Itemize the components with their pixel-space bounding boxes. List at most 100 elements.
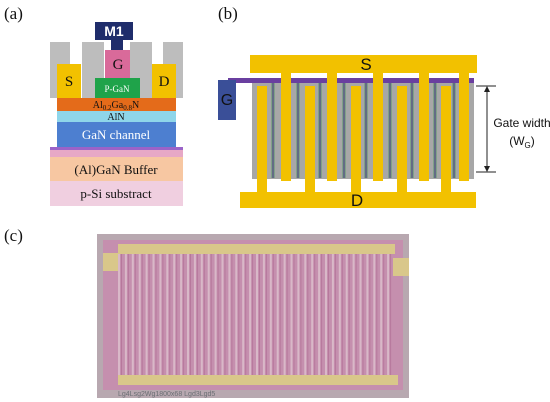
micrograph-gate-line <box>162 254 164 375</box>
micrograph-gate-line <box>328 254 329 375</box>
aln-layer <box>57 111 176 122</box>
micrograph-gate-line <box>217 254 219 375</box>
gate-pad <box>218 80 236 120</box>
micrograph-gate-line <box>231 254 233 375</box>
source-finger <box>419 73 429 181</box>
source-finger <box>327 73 337 181</box>
gate-width-symbol: (WG) <box>509 134 535 150</box>
panel-a-label: (a) <box>4 4 23 23</box>
channel-label: GaN channel <box>82 127 151 142</box>
micrograph-finger <box>297 254 300 375</box>
micrograph-gate-line <box>265 254 267 375</box>
micrograph-finger <box>180 254 183 375</box>
micrograph-gate-line <box>169 254 171 375</box>
micrograph-gate-line <box>183 254 185 375</box>
algan-layer <box>57 98 176 111</box>
micrograph-finger <box>145 254 148 375</box>
gate-finger-core <box>343 83 345 178</box>
micrograph-finger <box>304 254 307 375</box>
micrograph-finger <box>276 254 279 375</box>
drain-label-a: D <box>159 74 170 90</box>
micrograph-finger <box>124 254 127 375</box>
micrograph-finger <box>373 254 376 375</box>
micrograph-gate-line <box>224 254 226 375</box>
micrograph-caption: Lg4Lsg2Wg1800x68 Lgd3Lgd5 <box>118 391 215 398</box>
micrograph-finger <box>380 254 383 375</box>
buffer-label: (Al)GaN Buffer <box>74 162 158 177</box>
micrograph-finger <box>159 254 162 375</box>
micrograph-gate-line <box>355 254 357 375</box>
micrograph-gate-line <box>203 254 205 375</box>
gate-label-a: G <box>113 57 124 73</box>
micrograph-finger <box>118 254 120 375</box>
drain-finger <box>441 86 451 192</box>
micrograph-fingers <box>118 254 392 375</box>
micrograph-gate-line <box>341 254 343 375</box>
drain-finger <box>397 86 407 192</box>
pgan-label: P-GaN <box>105 84 130 94</box>
micrograph-gate-line <box>252 254 254 375</box>
micrograph-gate-line <box>300 254 302 375</box>
algan-label: Al0.2Ga0.8N <box>93 100 139 112</box>
micrograph-gate-line <box>286 254 288 375</box>
micrograph-gate-line <box>196 254 198 375</box>
micrograph-finger <box>338 254 341 375</box>
micrograph-finger <box>311 254 314 375</box>
dimension-arrow-up <box>484 86 490 92</box>
micrograph-gate-line <box>210 254 212 375</box>
micrograph-gate-line <box>307 254 309 375</box>
micrograph-finger <box>193 254 196 375</box>
micrograph-finger <box>166 254 169 375</box>
micrograph-finger <box>387 254 390 375</box>
buffer-layer <box>50 157 183 181</box>
micrograph-finger <box>249 254 252 375</box>
gate-finger-core <box>272 83 274 178</box>
micrograph-finger <box>221 254 224 375</box>
micrograph-gate-line <box>362 254 364 375</box>
drain-finger <box>351 86 361 192</box>
micrograph-finger <box>187 254 189 375</box>
micrograph-gate-line <box>272 254 274 375</box>
bottom-pad-bar <box>118 375 398 385</box>
micrograph-gate-line <box>293 254 295 375</box>
micrograph-finger <box>131 254 134 375</box>
substrate-label: p-Si substract <box>80 186 152 201</box>
micrograph-finger <box>200 254 203 375</box>
micrograph-gate-line <box>348 254 350 375</box>
micrograph-gate-line <box>390 254 392 375</box>
micrograph-finger <box>228 254 231 375</box>
panel-b-layout: S G D Gate width (WG) <box>218 55 550 210</box>
source-contact <box>57 64 81 98</box>
micrograph-finger <box>207 254 210 375</box>
micrograph-gate-line <box>127 254 129 375</box>
source-bus <box>250 55 477 73</box>
micrograph-finger <box>331 254 334 375</box>
gate-finger-core <box>365 83 367 178</box>
gate-finger-core <box>297 83 299 178</box>
drain-finger <box>257 86 267 192</box>
micrograph-finger <box>242 254 245 375</box>
micrograph-gate-line <box>134 254 136 375</box>
drain-contact <box>152 64 176 98</box>
micrograph-gate-line <box>279 254 281 375</box>
dimension-arrow-down <box>484 166 490 172</box>
micrograph-gate-line <box>121 254 122 375</box>
substrate-layer <box>50 180 183 206</box>
top-pad-bar <box>118 244 395 254</box>
micrograph-gate-line <box>334 254 336 375</box>
micrograph-gate-line <box>238 254 240 375</box>
micrograph-finger <box>290 254 293 375</box>
drain-finger <box>305 86 315 192</box>
micrograph-gate-line <box>141 254 143 375</box>
micrograph-finger <box>366 254 369 375</box>
source-label-b: S <box>360 55 371 74</box>
source-finger <box>373 73 383 181</box>
gate-width-label: Gate width <box>493 116 550 130</box>
micrograph-finger <box>138 254 141 375</box>
micrograph-finger <box>256 254 258 375</box>
micrograph-finger <box>318 254 321 375</box>
gate-finger-core <box>319 83 321 178</box>
micrograph-gate-line <box>190 254 191 375</box>
micrograph-gate-line <box>314 254 316 375</box>
gate-label-b: G <box>221 92 233 109</box>
